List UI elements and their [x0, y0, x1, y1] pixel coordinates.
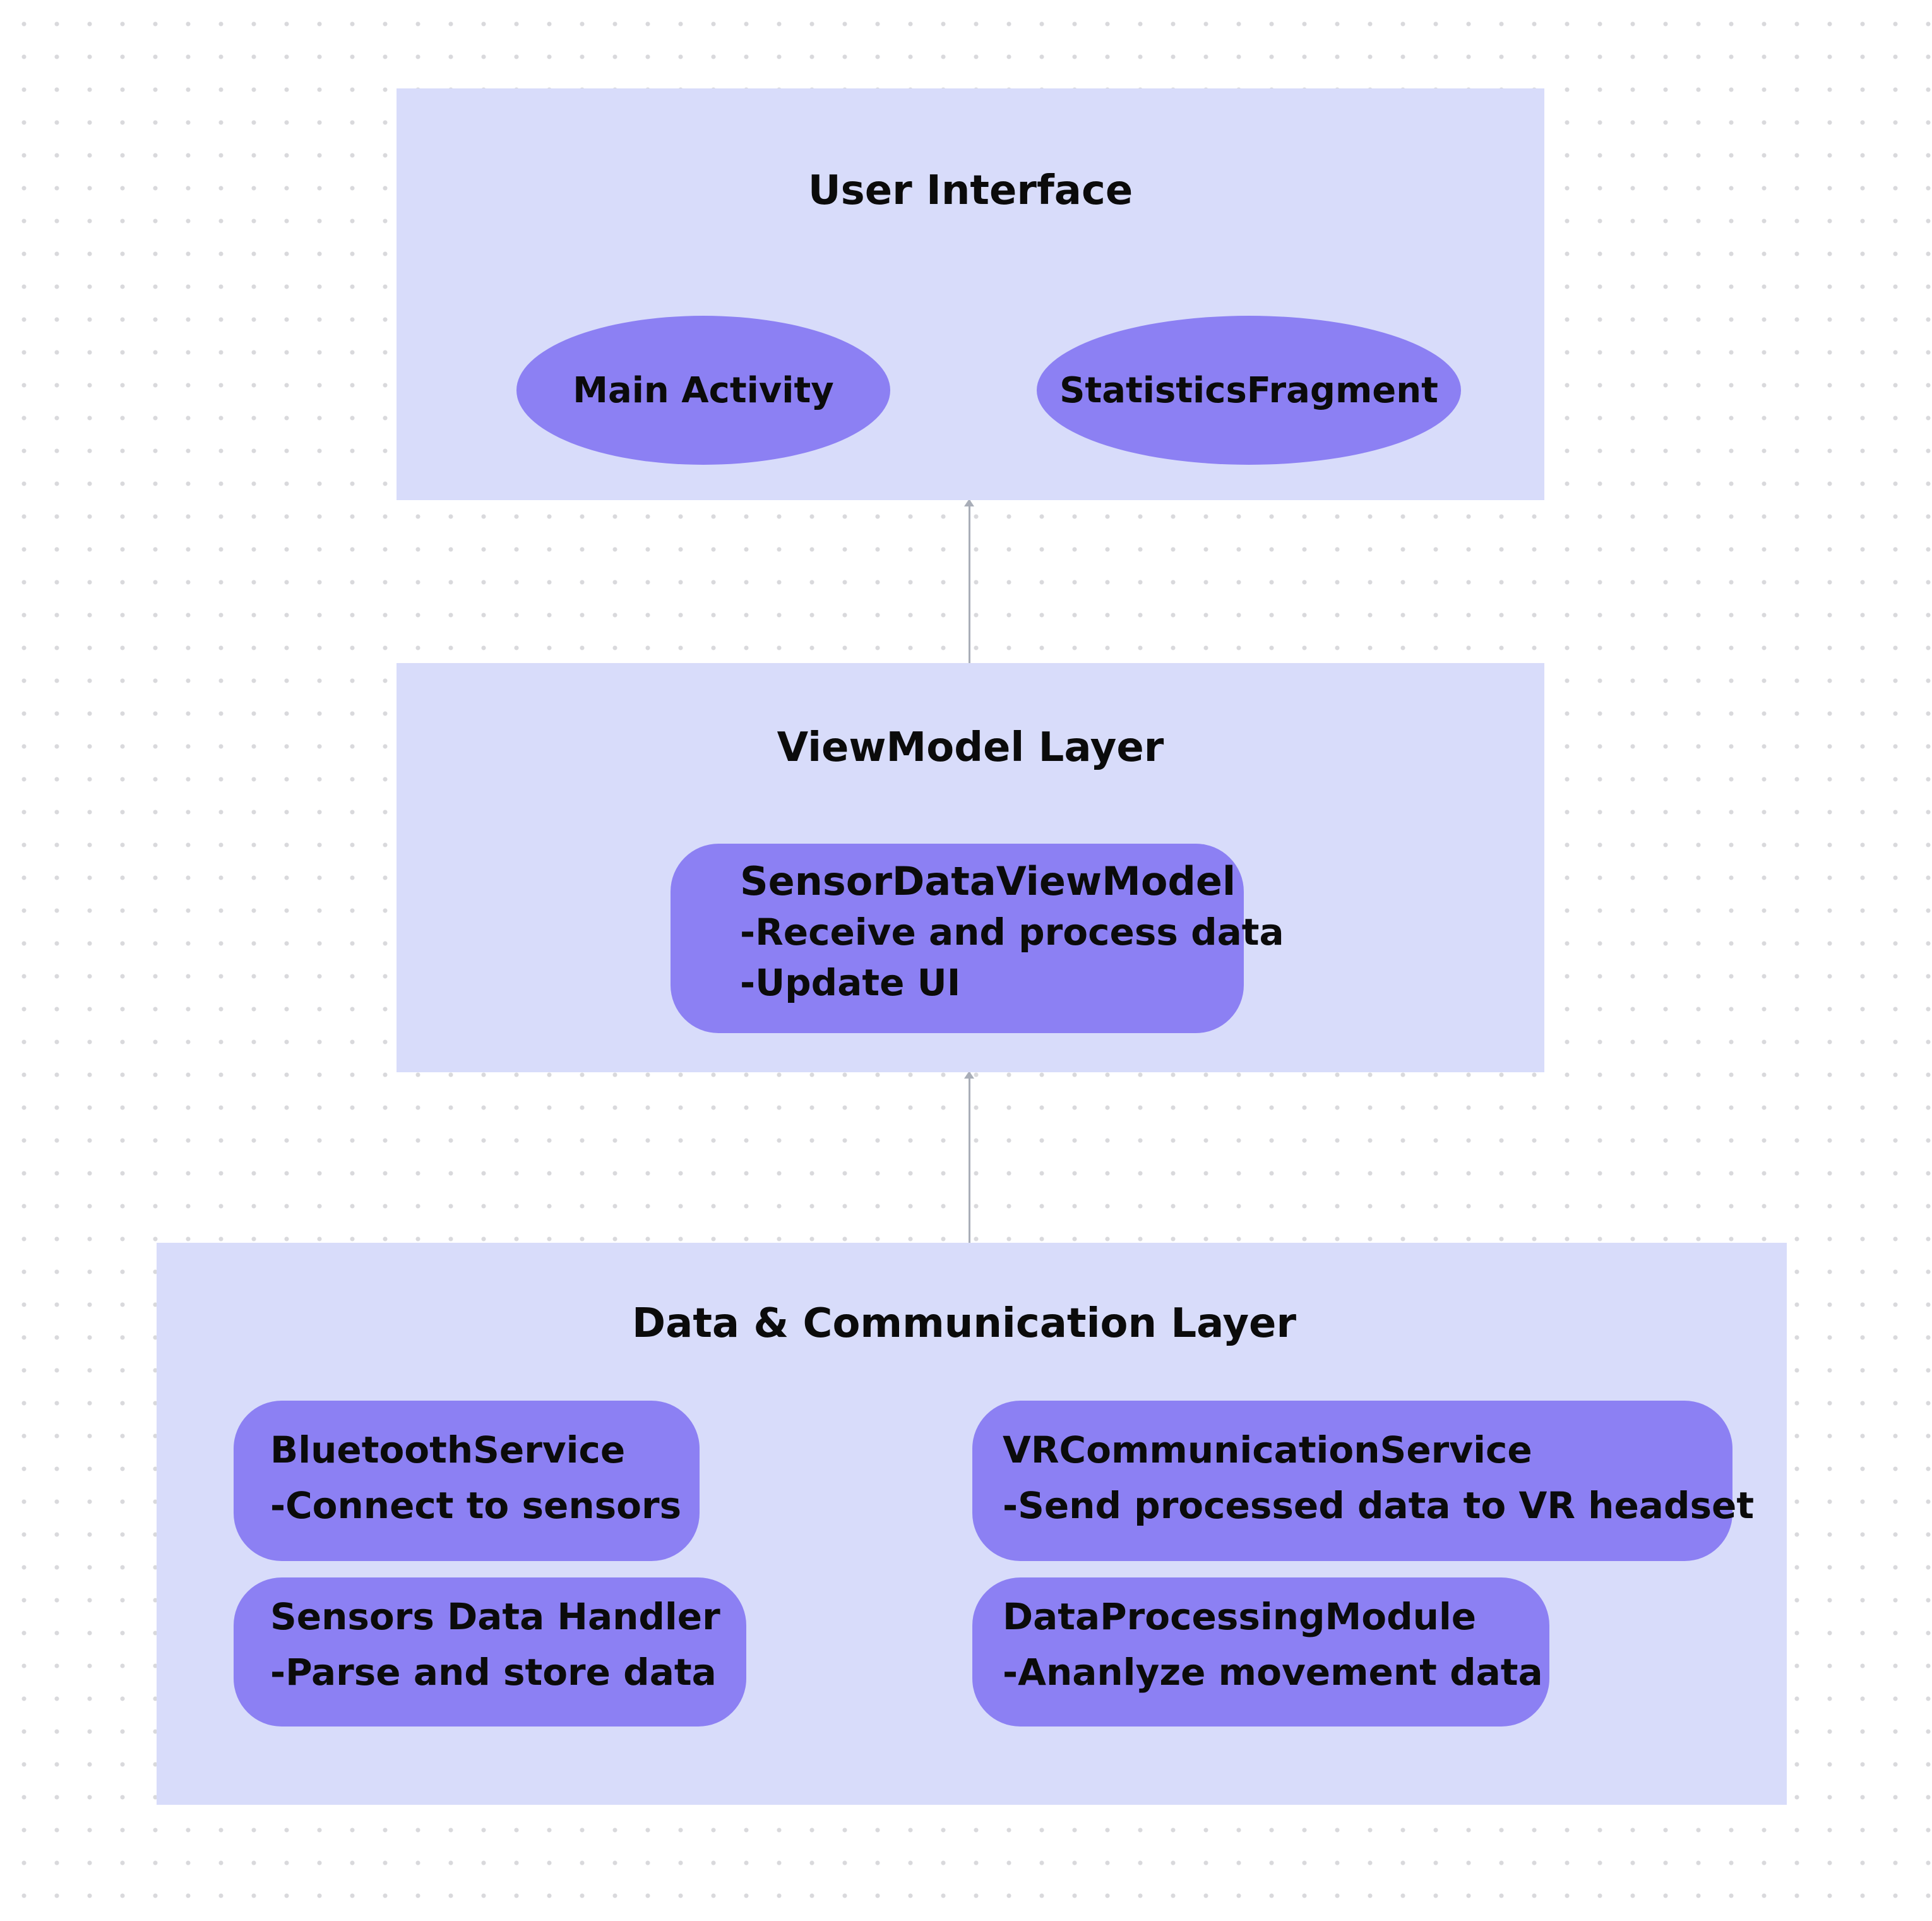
layer-viewmodel: ViewModel Layer SensorDataViewModel -Rec… — [397, 663, 1544, 1072]
node-name: VRCommunicationService — [1003, 1428, 1532, 1471]
node-sensor-data-viewmodel[interactable]: SensorDataViewModel -Receive and process… — [671, 844, 1284, 1033]
layer-title: User Interface — [808, 167, 1133, 214]
node-name: BluetoothService — [270, 1428, 626, 1471]
connector-data-to-viewmodel — [964, 1071, 974, 1243]
node-statistics-fragment[interactable]: StatisticsFragment — [1037, 316, 1461, 465]
layer-title: ViewModel Layer — [777, 724, 1164, 771]
layer-title: Data & Communication Layer — [632, 1300, 1296, 1347]
node-line: -Send processed data to VR headset — [1003, 1484, 1755, 1527]
node-line: -Ananlyze movement data — [1003, 1651, 1543, 1694]
node-name: DataProcessingModule — [1003, 1595, 1477, 1638]
node-line: -Receive and process data — [740, 911, 1284, 954]
connector-viewmodel-to-ui — [964, 499, 974, 663]
node-sensors-data-handler[interactable]: Sensors Data Handler -Parse and store da… — [234, 1577, 746, 1727]
layer-data-communication: Data & Communication Layer BluetoothServ… — [157, 1243, 1787, 1805]
node-label: StatisticsFragment — [1059, 369, 1438, 411]
node-line: -Update UI — [740, 961, 961, 1004]
node-data-processing-module[interactable]: DataProcessingModule -Ananlyze movement … — [972, 1577, 1549, 1727]
node-line: -Connect to sensors — [270, 1484, 682, 1527]
node-name: Sensors Data Handler — [270, 1595, 720, 1638]
node-line: -Parse and store data — [270, 1651, 717, 1694]
node-label: Main Activity — [573, 369, 834, 411]
node-name: SensorDataViewModel — [740, 858, 1236, 904]
node-vr-communication-service[interactable]: VRCommunicationService -Send processed d… — [972, 1401, 1755, 1561]
node-main-activity[interactable]: Main Activity — [516, 316, 890, 465]
node-bluetooth-service[interactable]: BluetoothService -Connect to sensors — [234, 1401, 700, 1561]
layer-user-interface: User Interface Main Activity StatisticsF… — [397, 88, 1544, 500]
